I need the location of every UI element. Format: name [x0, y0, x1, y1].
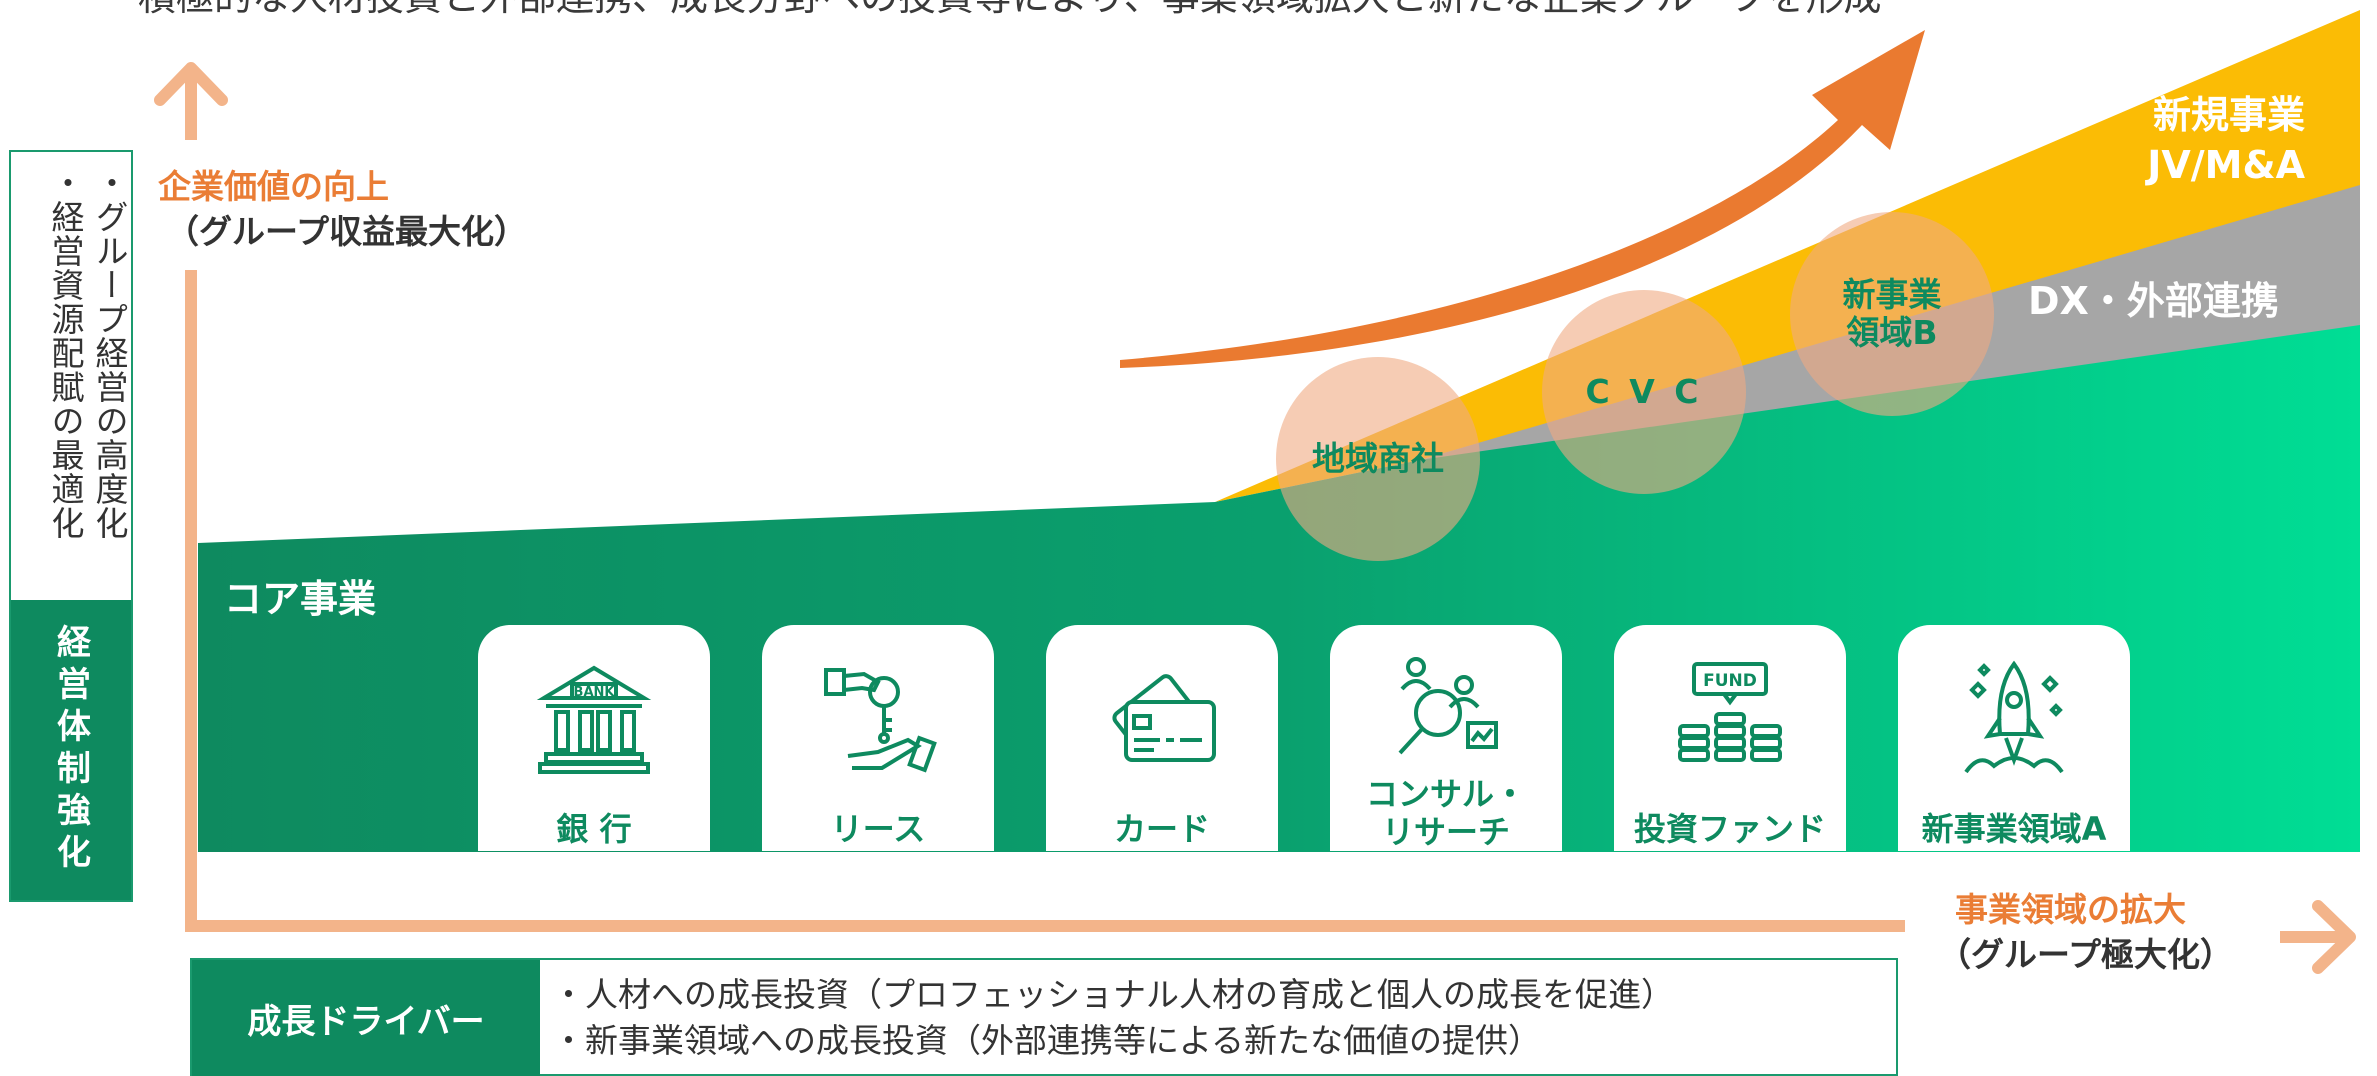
- bubble-new-domain-b-label: 新事業 領域B: [1843, 276, 1942, 352]
- growth-drivers-panel: 成長ドライバー ・人材への成長投資（プロフェッショナル人材の育成と個人の成長を促…: [190, 958, 1898, 1076]
- new-business-label: 新規事業 JV/M&A: [2147, 90, 2305, 190]
- management-panel: ・グループ経営の高度化 ・経営資源配賦の最適化 経営体制強化: [9, 150, 133, 902]
- bubble-new-domain-b-line-2: 領域B: [1846, 313, 1938, 352]
- bubble-new-domain-b: 新事業 領域B: [1790, 212, 1994, 416]
- new-business-label-1: 新規事業: [2152, 93, 2305, 137]
- card-lease-label: リース: [830, 810, 926, 848]
- management-item-2: ・経営資源配賦の最適化: [46, 166, 85, 540]
- card-consulting-label: コンサル・ リサーチ: [1330, 775, 1562, 851]
- y-axis-arrowhead: [154, 62, 228, 106]
- management-label-box: 経営体制強化: [11, 600, 131, 900]
- y-axis-subtitle: （グループ収益最大化）: [166, 212, 528, 251]
- credit-card-icon: [1112, 674, 1216, 762]
- y-axis-title: 企業価値の向上: [158, 167, 389, 206]
- core-business-label: コア事業: [224, 577, 377, 621]
- rocket-icon: [1964, 660, 2064, 774]
- svg-text:BANK: BANK: [574, 685, 616, 700]
- card-consulting-label-1: コンサル・: [1365, 775, 1526, 813]
- card-bank-label: 銀 行: [556, 810, 632, 848]
- bubble-regional-trading-label: 地域商社: [1312, 439, 1444, 478]
- management-items: ・グループ経営の高度化 ・経営資源配賦の最適化: [11, 166, 131, 596]
- card-lease: リース: [762, 625, 994, 851]
- new-business-label-2: JV/M&A: [2147, 143, 2305, 187]
- card-card-label: カード: [1113, 810, 1210, 848]
- bubble-new-domain-b-line-1: 新事業: [1842, 275, 1942, 314]
- card-fund: FUND 投資ファンド: [1614, 625, 1846, 851]
- top-banner-text: ・積極的な人材投資と外部連携、成長分野への投資等により、事業領域拡大と新たな企業…: [100, 0, 2300, 22]
- management-label: 経営体制強化: [50, 624, 91, 876]
- fund-icon: FUND: [1678, 662, 1782, 762]
- key-handover-icon: [824, 668, 937, 773]
- card-card: カード: [1046, 625, 1278, 851]
- bank-icon: BANK: [536, 665, 652, 774]
- card-bank: BANK 銀 行: [478, 625, 710, 851]
- bubble-cvc-label: C V C: [1585, 372, 1703, 411]
- bubble-regional-trading: 地域商社: [1276, 357, 1480, 561]
- research-icon: [1398, 657, 1498, 755]
- card-fund-label: 投資ファンド: [1633, 810, 1826, 848]
- growth-drivers-label: 成長ドライバー: [192, 960, 540, 1076]
- new-business-band: [1215, 10, 2360, 502]
- dx-label: DX・外部連携: [2028, 279, 2279, 323]
- bubble-cvc: C V C: [1542, 290, 1746, 494]
- management-item-1: ・グループ経営の高度化: [90, 166, 129, 540]
- growth-drivers-list: ・人材への成長投資（プロフェッショナル人材の育成と個人の成長を促進） ・新事業領…: [552, 972, 1674, 1064]
- card-new-domain-a-label: 新事業領域A: [1921, 810, 2107, 848]
- x-axis-subtitle: （グループ極大化）: [1938, 935, 2234, 974]
- card-new-domain-a: 新事業領域A: [1898, 625, 2130, 851]
- card-consulting-label-2: リサーチ: [1381, 813, 1510, 851]
- growth-driver-item-2: ・新事業領域への成長投資（外部連携等による新たな価値の提供）: [552, 1021, 1542, 1060]
- growth-driver-item-1: ・人材への成長投資（プロフェッショナル人材の育成と個人の成長を促進）: [552, 975, 1674, 1014]
- x-axis-arrowhead: [2312, 900, 2356, 974]
- x-axis-title: 事業領域の拡大: [1955, 890, 2186, 929]
- card-consulting: コンサル・ リサーチ: [1330, 625, 1562, 851]
- growth-arrow: [1120, 30, 1925, 368]
- svg-text:FUND: FUND: [1703, 671, 1757, 691]
